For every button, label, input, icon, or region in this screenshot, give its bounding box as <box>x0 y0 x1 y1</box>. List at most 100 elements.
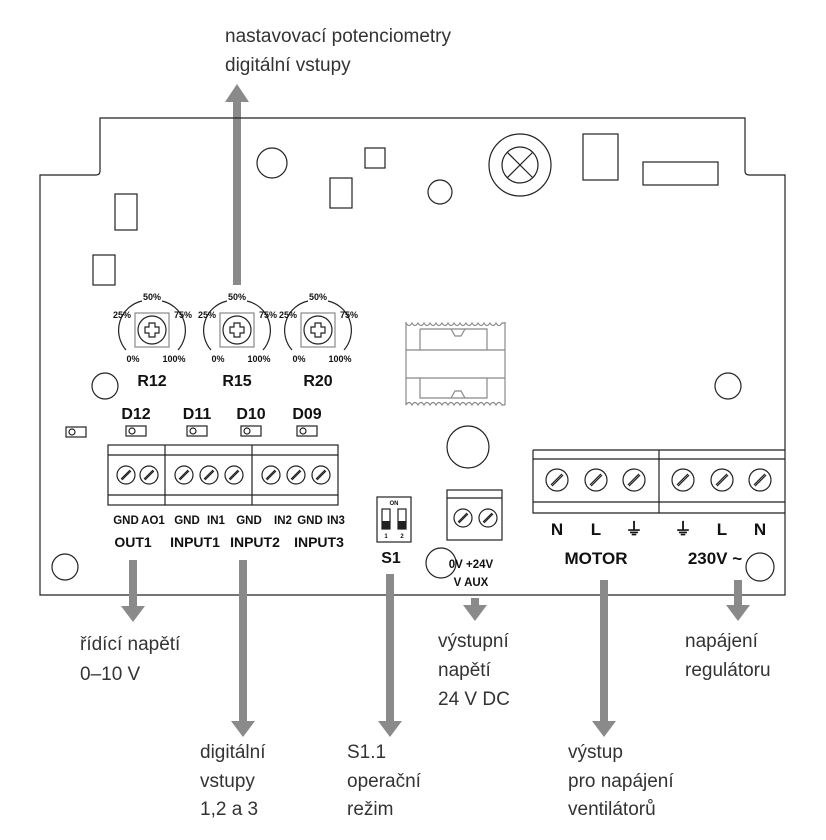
svg-text:ventilátorů: ventilátorů <box>568 799 656 820</box>
io-terminal-label: IN2 <box>274 515 292 527</box>
io-group-label: OUT1 <box>114 534 152 550</box>
svg-text:24 V DC: 24 V DC <box>438 689 510 710</box>
supply-terminal-label: ⏚ <box>675 520 692 539</box>
pot-mark: 75% <box>259 310 277 320</box>
arrow-down-supply <box>726 580 750 621</box>
pot-mark: 25% <box>198 310 216 320</box>
aux-label: V AUX <box>454 577 489 589</box>
pot-mark: 25% <box>113 310 131 320</box>
pot-mark: 50% <box>143 292 161 302</box>
arrow-down-output-voltage <box>463 598 487 621</box>
screw-icon <box>453 508 473 528</box>
svg-text:režim: režim <box>347 799 393 820</box>
potentiometer-r12[interactable]: 50% 25% 75% 0% 100% R12 <box>113 292 192 390</box>
io-terminal-label: GND <box>174 515 200 527</box>
svg-text:1,2 a 3: 1,2 a 3 <box>200 799 258 820</box>
pot-label: R12 <box>137 373 166 390</box>
pot-mark: 0% <box>292 354 305 364</box>
pot-mark: 75% <box>340 310 358 320</box>
svg-text:regulátoru: regulátoru <box>685 660 771 681</box>
io-terminal-block <box>107 444 339 506</box>
callout-fan-output: výstup pro napájení ventilátorů <box>568 742 674 820</box>
motor-terminal-label: L <box>591 520 601 539</box>
screw-icon <box>671 468 695 492</box>
power-terminal-block <box>532 449 785 514</box>
board-components <box>51 133 775 582</box>
io-terminal-label: IN1 <box>207 515 226 527</box>
callout-supply: napájení regulátoru <box>685 631 771 681</box>
screw-icon <box>174 465 194 485</box>
led-label: D11 <box>183 406 212 423</box>
supply-label: 230V ~ <box>688 549 742 568</box>
screw-icon <box>139 465 159 485</box>
arrow-down-s1 <box>378 574 402 737</box>
dip-switch-s1[interactable]: ON 1 2 <box>376 496 412 543</box>
pot-mark: 0% <box>211 354 224 364</box>
svg-text:napětí: napětí <box>438 660 492 681</box>
led-label: D09 <box>292 406 321 423</box>
arrow-up-potentiometers <box>225 84 249 285</box>
supply-terminal-label: L <box>717 520 727 539</box>
pot-mark: 0% <box>126 354 139 364</box>
screw-icon <box>478 508 498 528</box>
svg-text:pro napájení: pro napájení <box>568 771 674 792</box>
pot-mark: 100% <box>328 354 351 364</box>
screw-icon <box>116 465 136 485</box>
io-group-label: INPUT3 <box>294 534 344 550</box>
svg-text:0–10 V: 0–10 V <box>80 664 141 685</box>
svg-text:napájení: napájení <box>685 631 759 652</box>
led-label: D10 <box>236 406 265 423</box>
dip-pos-2: 2 <box>400 534 404 540</box>
screw-icon <box>545 468 569 492</box>
screw-icon <box>622 468 646 492</box>
arrow-down-control-voltage <box>121 560 145 622</box>
dip-switch-label: S1 <box>381 550 401 567</box>
relay-chip <box>405 321 506 407</box>
callout-potentiometers: nastavovací potenciometry <box>225 26 452 47</box>
potentiometer-r15[interactable]: 50%25%75%0%100%R15 <box>198 292 277 390</box>
pot-label: R20 <box>303 373 332 390</box>
led-label: D12 <box>121 406 150 423</box>
aux-terminal-labels: 0V +24V <box>449 559 494 571</box>
pot-mark: 100% <box>162 354 185 364</box>
board-outline <box>39 117 786 596</box>
screw-icon <box>748 468 772 492</box>
arrow-down-digital-inputs <box>231 560 255 737</box>
pot-mark: 75% <box>174 310 192 320</box>
pot-label: R15 <box>222 373 251 390</box>
potentiometer-r20[interactable]: 50%25%75%0%100%R20 <box>279 292 358 390</box>
callout-digital-inputs: digitální vstupy 1,2 a 3 <box>200 742 266 820</box>
screw-icon <box>224 465 244 485</box>
io-terminal-label: AO1 <box>141 515 165 527</box>
pot-mark: 100% <box>247 354 270 364</box>
callout-output-voltage: výstupní napětí 24 V DC <box>438 631 510 710</box>
supply-terminal-label: N <box>754 520 766 539</box>
screw-icon <box>199 465 219 485</box>
svg-text:řídící napětí: řídící napětí <box>80 634 181 655</box>
callout-digital-inputs-top: digitální vstupy <box>225 55 351 76</box>
screw-icon <box>710 468 734 492</box>
svg-text:výstup: výstup <box>568 742 623 763</box>
screw-icon <box>261 465 281 485</box>
screw-icon <box>311 465 331 485</box>
dip-on-label: ON <box>390 501 399 507</box>
svg-text:S1.1: S1.1 <box>347 742 386 763</box>
screw-icon <box>286 465 306 485</box>
svg-text:vstupy: vstupy <box>200 771 255 792</box>
svg-text:operační: operační <box>347 771 422 792</box>
arrow-down-fan-output <box>592 580 616 737</box>
dip-pos-1: 1 <box>384 534 388 540</box>
motor-label: MOTOR <box>565 549 628 568</box>
motor-terminal-label: ⏚ <box>626 520 643 539</box>
io-group-label: INPUT2 <box>230 534 280 550</box>
io-terminal-label: GND <box>236 515 262 527</box>
callout-s1: S1.1 operační režim <box>347 742 422 820</box>
led-indicator: D09 <box>292 406 322 437</box>
led-indicator: D12 <box>121 406 151 437</box>
io-group-label: INPUT1 <box>170 534 220 550</box>
pot-mark: 25% <box>279 310 297 320</box>
svg-text:výstupní: výstupní <box>438 631 509 652</box>
aux-terminal-block <box>446 489 503 541</box>
svg-text:digitální: digitální <box>200 742 266 763</box>
